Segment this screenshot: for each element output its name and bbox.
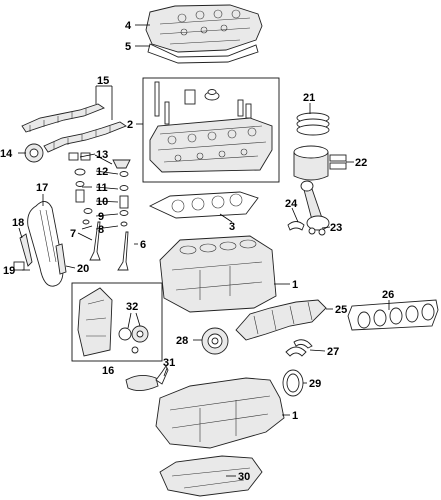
crank-pulley[interactable] [201, 327, 229, 355]
timing-cover-group-box [71, 282, 163, 362]
callout-28: 28 [176, 335, 188, 347]
callout-17: 17 [36, 182, 48, 194]
callout-2: 2 [127, 119, 133, 131]
callout-13: 13 [96, 149, 108, 161]
callout-8: 8 [98, 224, 104, 236]
callout-1-block: 1 [292, 279, 298, 291]
callout-29: 29 [309, 378, 321, 390]
callout-4: 4 [125, 20, 132, 32]
callout-10: 10 [96, 196, 108, 208]
valve-cover[interactable] [145, 4, 263, 53]
rear-main-seal[interactable] [282, 369, 304, 397]
callout-3: 3 [229, 221, 235, 233]
callout-15: 15 [97, 75, 109, 87]
chain-guides[interactable] [13, 233, 67, 275]
callout-24: 24 [285, 198, 298, 210]
leader-lines [18, 24, 390, 477]
callout-26: 26 [382, 289, 394, 301]
callout-20: 20 [77, 263, 89, 275]
callout-30: 30 [238, 471, 250, 483]
callout-21: 21 [303, 92, 315, 104]
callout-1-lower: 1 [292, 410, 298, 422]
callout-14: 14 [0, 148, 13, 160]
crankshaft[interactable] [235, 299, 327, 341]
thrust-washers[interactable] [285, 339, 313, 357]
callout-7: 7 [70, 228, 76, 240]
cylinder-head[interactable] [149, 117, 273, 173]
valvetrain-parts[interactable] [68, 152, 131, 271]
main-bearings[interactable] [347, 299, 439, 331]
lower-crankcase[interactable] [155, 377, 285, 449]
callout-32: 32 [126, 301, 138, 313]
oil-pump-seal[interactable] [118, 325, 149, 354]
cam-sprocket[interactable] [24, 143, 44, 163]
piston-rings[interactable] [296, 112, 330, 136]
timing-chain[interactable] [27, 201, 64, 287]
callout-27: 27 [327, 346, 339, 358]
cylinder-head-group-box [142, 77, 280, 183]
head-studs[interactable] [154, 81, 252, 125]
callout-18: 18 [12, 217, 24, 229]
callout-25: 25 [335, 304, 347, 316]
connecting-rod[interactable] [287, 180, 330, 236]
piston[interactable] [293, 145, 347, 181]
oil-pan[interactable] [159, 455, 263, 497]
callout-31: 31 [163, 357, 175, 369]
callout-23: 23 [330, 222, 342, 234]
callout-12: 12 [96, 166, 108, 178]
callout-16: 16 [102, 365, 114, 377]
callout-labels: 4 5 15 2 21 14 13 22 12 17 11 3 10 24 9 … [0, 20, 394, 483]
callout-19: 19 [3, 265, 15, 277]
callout-5: 5 [125, 41, 131, 53]
callout-11: 11 [96, 182, 108, 194]
camshafts[interactable] [21, 103, 127, 153]
timing-cover[interactable] [77, 287, 113, 357]
callout-6: 6 [140, 239, 146, 251]
engine-block[interactable] [159, 235, 277, 313]
valve-cover-gasket[interactable] [147, 43, 259, 64]
head-gasket[interactable] [148, 191, 259, 219]
callout-9: 9 [98, 211, 104, 223]
oil-strainer[interactable] [125, 365, 169, 391]
callout-22: 22 [355, 157, 367, 169]
